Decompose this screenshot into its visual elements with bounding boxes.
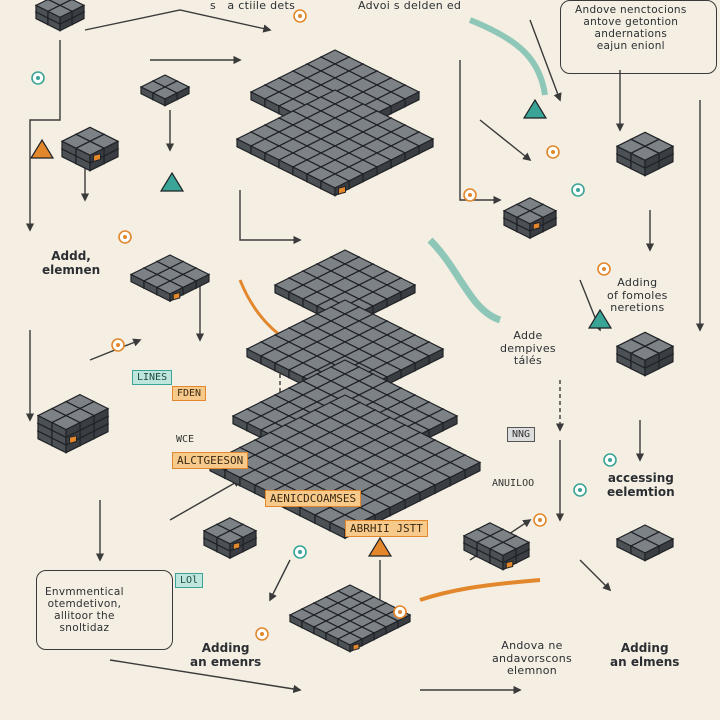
cube-icon (155, 280, 185, 303)
top-left-note: s a ctiile dets (210, 0, 296, 12)
cube-icon (46, 4, 74, 25)
bottom-right-adding-label: Adding an elmens (610, 641, 680, 669)
triangle-icon (587, 308, 613, 329)
tag-fden: FDEN (172, 386, 207, 401)
circle-marker-dot (116, 343, 120, 347)
left-adding-label: Addd, elemnen (42, 249, 101, 277)
connector-line (109, 659, 302, 694)
tag-anuiloo: ANUILOO (492, 478, 535, 489)
top-right-note-box (560, 0, 717, 74)
tag-lol: LOl (175, 573, 204, 588)
connector-line (25, 40, 61, 232)
tag-wce: WCE (176, 434, 195, 445)
orange-flow-line-bottom (419, 578, 541, 602)
tag-abrhi: ABRHII JSTT (345, 520, 428, 537)
cube-icon (151, 86, 179, 107)
circle-marker-dot (578, 488, 582, 492)
top-center-note: Advoi s delden ed (358, 0, 462, 12)
triangle-icon (159, 171, 185, 192)
cube-icon (629, 345, 661, 369)
bottom-center-note: Andova ne andavorscons elemnon (492, 639, 573, 678)
teal-flow-arrow-top (468, 17, 548, 96)
circle-marker-dot (36, 76, 40, 80)
bottom-left-note: Envmmentical otemdetivon, allitoor the s… (45, 586, 124, 635)
tag-lines: LINES (132, 370, 173, 385)
cube-icon (74, 140, 106, 164)
circle-marker-dot (398, 610, 402, 614)
connector-line (269, 559, 291, 602)
cube-icon (215, 530, 245, 552)
circle-marker-dot (298, 550, 302, 554)
connector-line (84, 9, 272, 33)
circle-marker-dot (602, 267, 606, 271)
tag-alctgeeson: ALCTGEESON (172, 452, 249, 469)
circle-marker-dot (608, 458, 612, 462)
cube-icon (629, 145, 661, 169)
circle-marker-dot (468, 193, 472, 197)
tag-nng: NNG (507, 427, 536, 442)
connector-line (169, 479, 242, 521)
triangle-icon (522, 98, 548, 119)
connector-line (459, 60, 502, 205)
top-right-note: Andove nenctocions antove getontion ande… (575, 4, 687, 53)
circle-marker-dot (551, 150, 555, 154)
cube-icon (515, 210, 545, 232)
triangle-icon (29, 138, 55, 159)
right-adding-label: Adding of fomoles neretions (607, 276, 668, 315)
circle-marker-dot (123, 235, 127, 239)
triangle-icon (367, 536, 393, 557)
circle-marker-dot (298, 14, 302, 18)
cube-icon (629, 538, 661, 562)
cube-icon (336, 632, 364, 653)
connector-line (579, 559, 612, 592)
connector-line (479, 119, 532, 162)
cube-icon (50, 414, 82, 439)
circle-marker-dot (260, 632, 264, 636)
tag-aenicdcoamses: AENICDCOAMSES (265, 490, 362, 507)
circle-marker-dot (576, 188, 580, 192)
circle-marker-dot (538, 518, 542, 522)
connector-line (239, 190, 302, 245)
teal-flow-arrow (427, 237, 502, 324)
cube-icon (488, 541, 518, 564)
bottom-left-adding-label: Adding an emenrs (190, 641, 262, 669)
cube-icon (319, 173, 351, 197)
center-right-note: Adde dempives tálés (500, 329, 556, 368)
connector-line (529, 19, 562, 102)
accessing-label: accessing eelemtion (607, 471, 675, 499)
bottom-left-note-box (36, 570, 173, 650)
